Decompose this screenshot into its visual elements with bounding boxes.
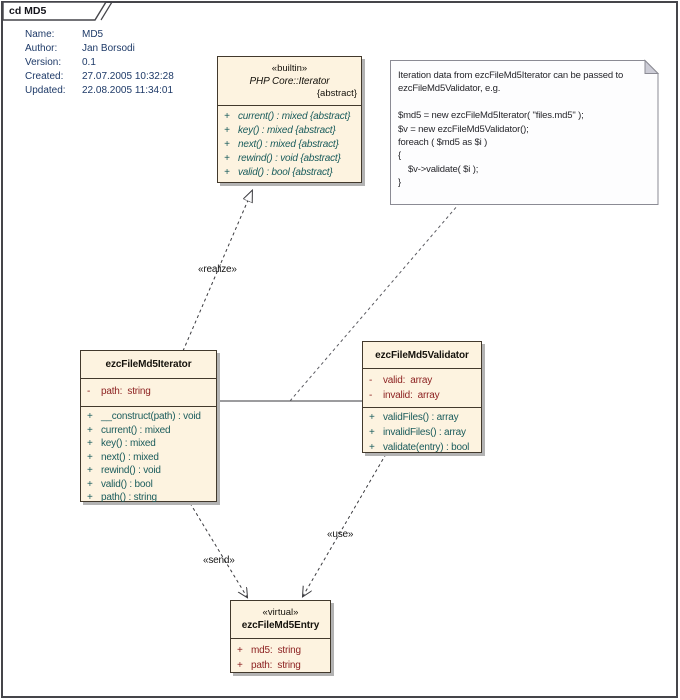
send-edge-label: «send» (203, 555, 235, 566)
realize-edge-label: «realize» (198, 264, 237, 275)
method-row: + valid() : bool (87, 478, 153, 490)
methods-compartment: + validFiles() : array + invalidFiles() … (363, 407, 481, 454)
method-row: + key() : mixed (87, 438, 156, 449)
method-row: + current() : mixed {abstract} (224, 111, 351, 122)
use-edge-label: «use» (327, 529, 354, 540)
note-line: $v->validate( $i ); (398, 163, 479, 175)
class-php-core-iterator[interactable]: «builtin» PHP Core::Iterator {abstract} … (217, 56, 362, 183)
attributes-compartment: + md5: string + path: string (231, 638, 330, 673)
method-row: + valid() : bool {abstract} (224, 167, 333, 178)
class-name: ezcFileMd5Entry (241, 620, 320, 631)
note-line: { (398, 150, 402, 162)
note-line: foreach ( $md5 as $i ) (398, 137, 488, 149)
info-value: 22.08.2005 11:34:01 (82, 85, 174, 96)
info-label: Updated: (25, 85, 66, 96)
class-ezcfilemd5validator[interactable]: ezcFileMd5Validator - valid: array - inv… (362, 341, 482, 453)
diagram-info-block: Name: MD5 Author: Jan Borsodi Version: 0… (25, 28, 174, 98)
note-line: ezcFileMd5Validator, e.g. (398, 83, 501, 95)
methods-compartment: + current() : mixed {abstract} + key() :… (218, 105, 361, 184)
method-row: + next() : mixed {abstract} (224, 139, 339, 150)
class-name: ezcFileMd5Validator (375, 349, 469, 361)
class-modifier: {abstract} (316, 87, 357, 99)
attribute-row: + md5: string (237, 645, 301, 656)
note-anchor-edge[interactable] (289, 204, 459, 402)
method-row: + invalidFiles() : array (369, 427, 466, 438)
attributes-compartment: - valid: array - invalid: array (363, 368, 481, 407)
note-text[interactable]: Iteration data from ezcFileMd5Iterator c… (398, 69, 652, 190)
info-value: 0.1 (82, 57, 96, 68)
class-stereotype: «virtual» (262, 607, 299, 618)
info-row: Version: 0.1 (25, 56, 174, 70)
methods-compartment: + __construct(path) : void + current() :… (81, 406, 216, 503)
info-label: Name: (25, 29, 55, 40)
realize-edge[interactable] (182, 191, 252, 352)
attribute-row: + path: string (237, 660, 301, 671)
method-row: + rewind() : void {abstract} (224, 153, 341, 164)
note-line: Iteration data from ezcFileMd5Iterator c… (398, 70, 624, 81)
info-label: Version: (25, 57, 62, 68)
info-value: Jan Borsodi (82, 43, 135, 54)
info-value: MD5 (82, 29, 104, 40)
method-row: + validate(entry) : bool (369, 442, 470, 453)
attribute-row: - path: string (87, 386, 151, 397)
note-line: $md5 = new ezcFileMd5Iterator( "files.md… (398, 110, 584, 122)
note-line: } (398, 177, 402, 189)
method-row: + next() : mixed (87, 451, 159, 463)
info-row: Name: MD5 (25, 28, 174, 42)
method-row: + validFiles() : array (369, 412, 459, 423)
info-value: 27.07.2005 10:32:28 (82, 71, 174, 82)
note-line: $v = new ezcFileMd5Validator(); (398, 123, 529, 135)
info-label: Author: (25, 43, 58, 54)
method-row: + rewind() : void (87, 465, 161, 476)
method-row: + path() : string (87, 492, 157, 503)
info-row: Author: Jan Borsodi (25, 42, 174, 56)
attribute-row: - valid: array (369, 375, 433, 386)
method-row: + key() : mixed {abstract} (224, 125, 336, 136)
info-row: Created: 27.07.2005 10:32:28 (25, 70, 174, 84)
class-name: ezcFileMd5Iterator (105, 359, 192, 370)
class-name: PHP Core::Iterator (249, 75, 330, 87)
note-shape[interactable] (390, 59, 660, 205)
method-row: + current() : mixed (87, 424, 171, 436)
send-edge[interactable] (189, 502, 247, 597)
use-edge[interactable] (303, 453, 387, 596)
class-ezcfilemd5iterator[interactable]: ezcFileMd5Iterator - path: string + __co… (80, 350, 217, 503)
attribute-row: - invalid: array (369, 390, 440, 401)
class-stereotype: «builtin» (271, 62, 308, 74)
attributes-compartment: - path: string (81, 378, 216, 406)
class-ezcfilemd5entry[interactable]: «virtual» ezcFileMd5Entry + md5: string … (230, 600, 331, 673)
info-row: Updated: 22.08.2005 11:34:01 (25, 84, 174, 98)
diagram-tab-label: cd MD5 (9, 5, 47, 17)
info-label: Created: (25, 71, 64, 82)
method-row: + __construct(path) : void (87, 411, 201, 422)
note-line (398, 96, 652, 109)
